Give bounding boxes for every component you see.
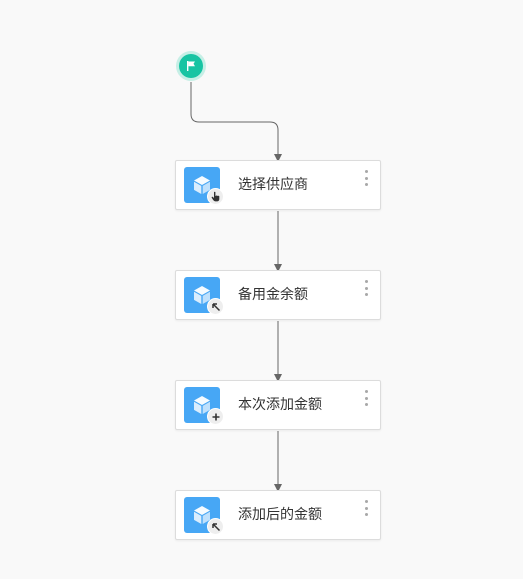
step-badge bbox=[207, 188, 224, 205]
step-card-select-supplier[interactable]: 选择供应商 bbox=[175, 160, 381, 210]
step-label: 本次添加金额 bbox=[238, 397, 322, 413]
cube-icon bbox=[194, 396, 210, 414]
step-icon bbox=[184, 167, 220, 203]
step-label: 备用金余额 bbox=[238, 287, 308, 303]
start-node-inner bbox=[179, 54, 203, 78]
start-node[interactable] bbox=[176, 51, 206, 81]
step-label: 添加后的金额 bbox=[238, 507, 322, 523]
flag-icon bbox=[187, 61, 195, 71]
step-label: 选择供应商 bbox=[238, 177, 308, 193]
more-icon[interactable] bbox=[360, 388, 372, 408]
step-badge bbox=[207, 408, 224, 425]
more-icon[interactable] bbox=[360, 498, 372, 518]
step-card-reserve-balance[interactable]: 备用金余额 bbox=[175, 270, 381, 320]
cube-icon bbox=[194, 176, 210, 194]
step-card-add-amount[interactable]: 本次添加金额 bbox=[175, 380, 381, 430]
hand-pointer-icon bbox=[211, 191, 220, 202]
more-icon[interactable] bbox=[360, 168, 372, 188]
cube-icon bbox=[194, 286, 210, 304]
step-badge bbox=[207, 298, 224, 315]
arrow-up-left-icon bbox=[211, 522, 220, 531]
arrow-up-left-icon bbox=[211, 302, 220, 311]
plus-icon bbox=[212, 413, 219, 420]
cube-icon bbox=[194, 506, 210, 524]
more-icon[interactable] bbox=[360, 278, 372, 298]
connector-start-to-step-1 bbox=[190, 82, 282, 162]
step-card-amount-after-add[interactable]: 添加后的金额 bbox=[175, 490, 381, 540]
step-badge bbox=[207, 518, 224, 535]
